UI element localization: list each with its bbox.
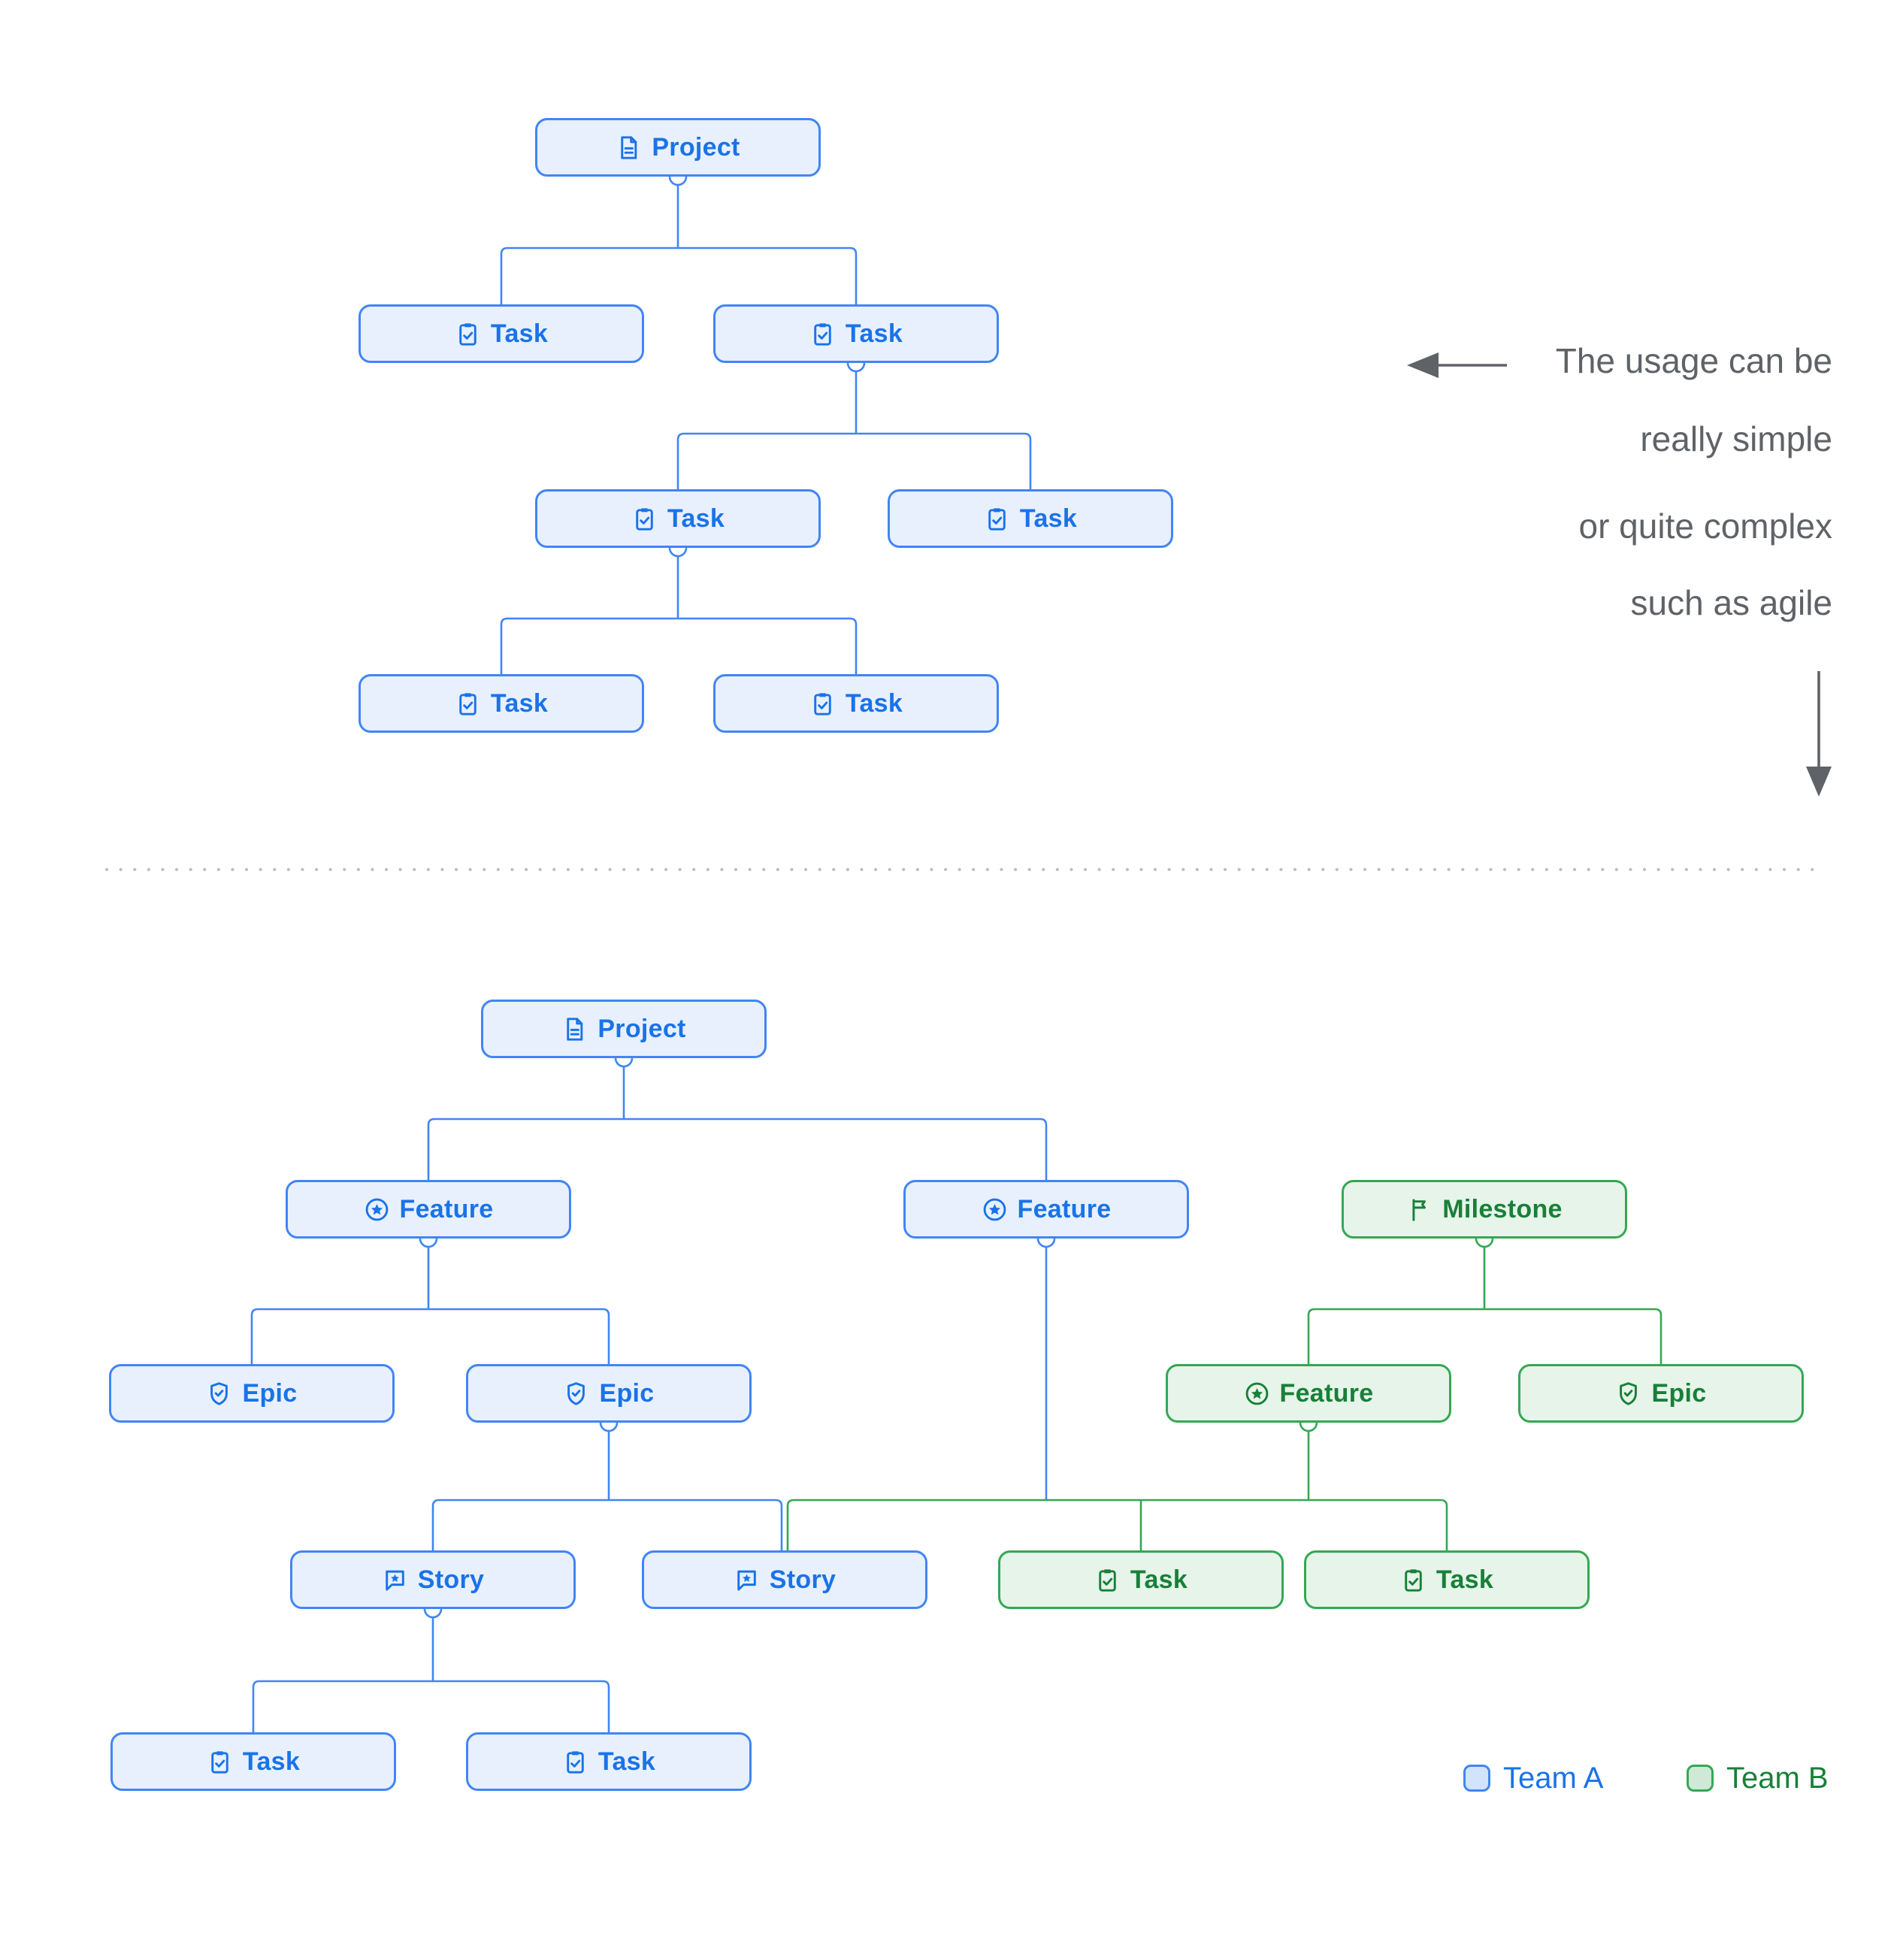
- node-label: Milestone: [1442, 1194, 1563, 1223]
- project-document-icon: [621, 135, 637, 159]
- legend-label: Team B: [1726, 1761, 1829, 1795]
- node-label: Story: [417, 1565, 485, 1594]
- task-clipboard-icon: [814, 322, 831, 346]
- simple-diagram-connectors: [500, 167, 1032, 674]
- node-label: Task: [490, 319, 549, 348]
- feature-star-circle-icon: [983, 1198, 1006, 1220]
- task-clipboard-icon: [814, 692, 831, 715]
- node-label: Task: [1130, 1565, 1188, 1594]
- project-document-icon: [567, 1017, 583, 1041]
- task-clipboard-icon: [211, 1750, 228, 1774]
- node-task: Task: [998, 1550, 1284, 1609]
- node-label: Task: [242, 1747, 301, 1776]
- epic-shield-icon: [1620, 1381, 1638, 1405]
- legend-team-b: Team B: [1687, 1762, 1829, 1795]
- node-project: Project: [535, 118, 821, 177]
- node-label: Task: [490, 688, 549, 718]
- node-task: Task: [713, 304, 999, 363]
- node-task: Task: [713, 674, 999, 733]
- story-comment-star-icon: [737, 1570, 756, 1590]
- node-label: Feature: [1279, 1378, 1374, 1408]
- node-label: Task: [1019, 504, 1078, 533]
- node-story: Story: [642, 1550, 927, 1609]
- node-label: Project: [598, 1014, 686, 1043]
- node-project: Project: [481, 1000, 767, 1058]
- feature-star-circle-icon: [1245, 1382, 1268, 1405]
- milestone-flag-icon: [1412, 1199, 1426, 1221]
- node-label: Task: [845, 319, 903, 348]
- node-task: Task: [359, 304, 644, 363]
- node-task: Task: [888, 489, 1173, 548]
- node-epic: Epic: [1518, 1364, 1804, 1423]
- node-story: Story: [290, 1550, 576, 1609]
- node-label: Feature: [1017, 1194, 1112, 1223]
- node-task: Task: [359, 674, 644, 733]
- node-label: Epic: [599, 1378, 655, 1408]
- node-label: Task: [845, 688, 903, 718]
- node-label: Story: [769, 1565, 837, 1594]
- node-epic: Epic: [109, 1364, 395, 1423]
- task-clipboard-icon: [459, 322, 477, 346]
- node-label: Task: [1436, 1565, 1494, 1594]
- legend-label: Team A: [1503, 1761, 1604, 1795]
- node-task: Task: [1304, 1550, 1590, 1609]
- task-clipboard-icon: [567, 1750, 584, 1774]
- annotation-line: such as agile: [1630, 583, 1833, 622]
- node-feature: Feature: [286, 1180, 571, 1239]
- node-label: Task: [598, 1747, 656, 1776]
- legend-team-a: Team A: [1463, 1762, 1603, 1795]
- task-clipboard-icon: [1405, 1568, 1422, 1592]
- node-feature: Feature: [1166, 1364, 1451, 1423]
- node-milestone: Milestone: [1342, 1180, 1627, 1239]
- task-clipboard-icon: [1099, 1568, 1116, 1592]
- down-arrow-icon: [1806, 671, 1832, 797]
- node-task: Task: [535, 489, 821, 548]
- task-clipboard-icon: [636, 507, 653, 531]
- node-label: Epic: [1651, 1378, 1707, 1408]
- annotation-line: really simple: [1640, 419, 1832, 458]
- team-b-swatch-icon: [1687, 1765, 1714, 1792]
- team-a-swatch-icon: [1463, 1765, 1490, 1792]
- story-comment-star-icon: [386, 1570, 404, 1590]
- epic-shield-icon: [210, 1381, 228, 1405]
- node-label: Epic: [242, 1378, 298, 1408]
- task-clipboard-icon: [988, 507, 1006, 531]
- node-label: Task: [667, 504, 725, 533]
- node-epic: Epic: [466, 1364, 752, 1423]
- node-task: Task: [466, 1732, 752, 1791]
- left-arrow-icon: [1407, 352, 1507, 378]
- node-label: Project: [652, 132, 740, 162]
- task-clipboard-icon: [459, 692, 477, 715]
- node-task: Task: [110, 1732, 396, 1791]
- epic-shield-icon: [567, 1381, 585, 1405]
- annotation-line: or quite complex: [1578, 507, 1833, 546]
- node-feature: Feature: [903, 1180, 1189, 1239]
- annotation-line: The usage can be: [1555, 341, 1832, 380]
- node-label: Feature: [399, 1194, 494, 1223]
- feature-star-circle-icon: [365, 1198, 388, 1220]
